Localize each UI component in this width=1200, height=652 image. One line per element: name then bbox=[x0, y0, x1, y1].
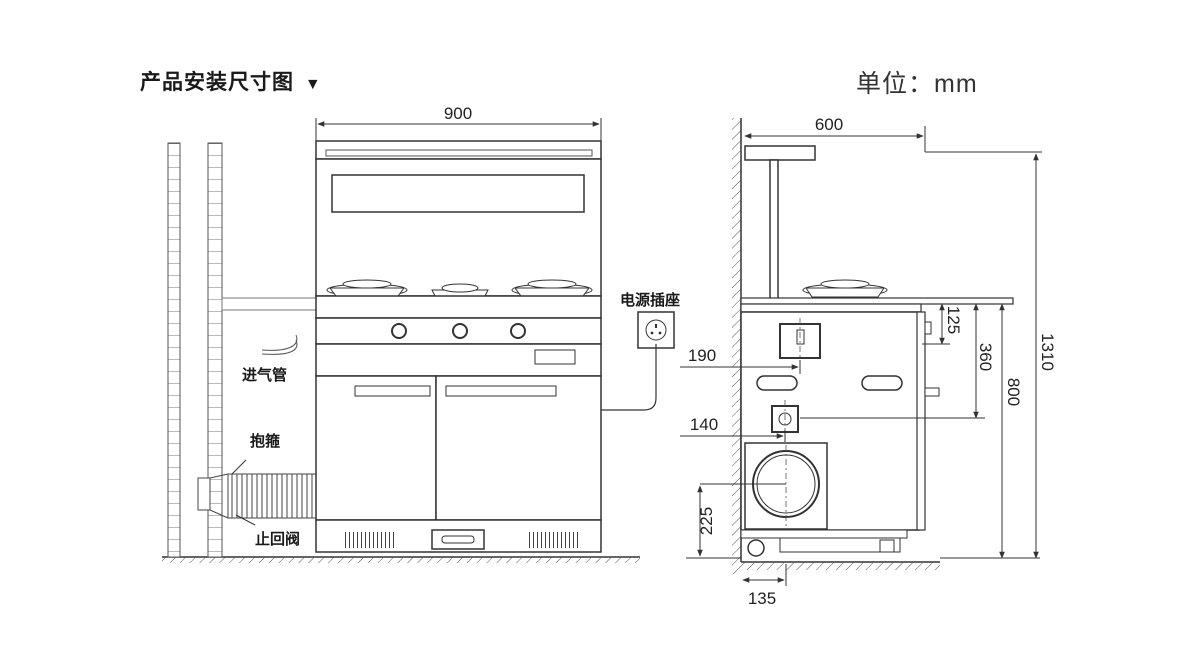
dim-600-label: 600 bbox=[815, 115, 843, 134]
brick-wall bbox=[167, 142, 223, 558]
burner-left bbox=[326, 279, 408, 297]
label-hose-clamp: 抱箍 bbox=[250, 432, 280, 450]
label-power-socket: 电源插座 bbox=[620, 291, 680, 309]
dim-vertical-right bbox=[800, 153, 1040, 559]
stove-front bbox=[315, 140, 602, 553]
label-check-valve: 止回阀 bbox=[255, 530, 300, 548]
knob-middle bbox=[452, 323, 468, 339]
door-handle-right bbox=[445, 385, 557, 397]
dim-horizontal-left bbox=[680, 360, 801, 586]
title-text: 产品安装尺寸图 bbox=[140, 71, 294, 94]
flexible-exhaust-duct bbox=[197, 473, 317, 519]
side-floor bbox=[741, 561, 940, 570]
wall-counter-line bbox=[221, 297, 317, 311]
dim-900-label: 900 bbox=[444, 104, 472, 123]
dim-140-label: 140 bbox=[690, 415, 718, 434]
label-intake-pipe: 进气管 bbox=[242, 366, 287, 384]
burner-right bbox=[511, 279, 593, 297]
side-wall bbox=[732, 118, 742, 574]
unit-label: 单位：mm bbox=[856, 70, 978, 98]
side-backsplash bbox=[744, 145, 816, 301]
dim-225-label: 225 bbox=[697, 507, 716, 535]
triangle-down-icon: ▼ bbox=[304, 76, 322, 93]
side-view bbox=[680, 118, 1042, 586]
label-leaders bbox=[231, 459, 256, 526]
dim-front-width bbox=[315, 118, 602, 141]
dim-360-label: 360 bbox=[976, 343, 995, 371]
dim-side-depth bbox=[744, 126, 1042, 153]
dim-190-label: 190 bbox=[688, 346, 716, 365]
dim-800-label: 800 bbox=[1004, 378, 1023, 406]
dim-1310-label: 1310 bbox=[1038, 333, 1057, 371]
caster-wheel bbox=[747, 539, 765, 557]
side-cabinet bbox=[740, 303, 940, 557]
door-handle-left bbox=[354, 385, 431, 397]
knob-left bbox=[391, 323, 407, 339]
side-burner bbox=[802, 279, 888, 298]
front-floor bbox=[162, 556, 640, 563]
power-socket bbox=[601, 311, 675, 411]
knob-right bbox=[510, 323, 526, 339]
intake-pipe-line bbox=[261, 334, 298, 355]
page-title: 产品安装尺寸图 ▼ bbox=[140, 66, 322, 96]
dim-135-label: 135 bbox=[748, 589, 776, 608]
front-view bbox=[162, 118, 675, 563]
dim-125-label: 125 bbox=[944, 306, 963, 334]
